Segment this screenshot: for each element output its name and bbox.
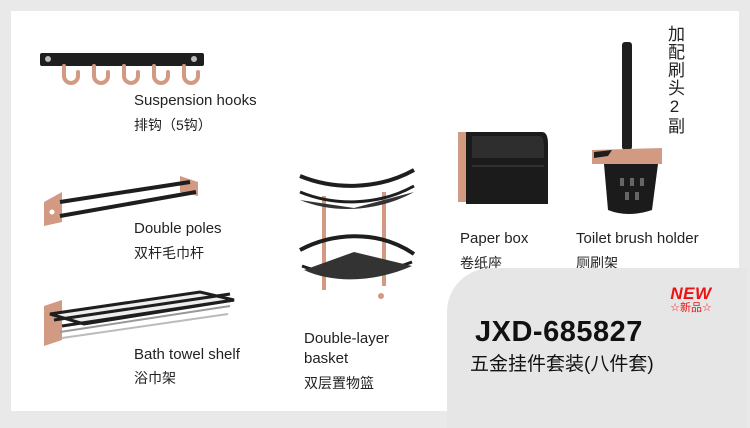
wall-hook-rail-icon — [40, 53, 204, 85]
set-name: 五金挂件套装(八件套) — [470, 354, 654, 375]
model-number: JXD-685827 — [475, 316, 643, 348]
paper-box-label-en: Paper box — [460, 230, 529, 247]
shelf-label-cn: 浴巾架 — [134, 370, 176, 386]
toilet-brush-icon — [592, 42, 662, 214]
double-towel-bar-icon — [44, 176, 198, 226]
poles-label-en: Double poles — [134, 220, 222, 237]
basket-label-en-2: basket — [304, 350, 349, 367]
shelf-label-en: Bath towel shelf — [134, 346, 240, 363]
new-badge-word: NEW — [670, 284, 712, 303]
hooks-label-en: Suspension hooks — [134, 92, 257, 109]
towel-shelf-icon — [44, 290, 235, 346]
basket-label-cn: 双层置物篮 — [304, 375, 374, 391]
brush-head-note: 加配刷头2副 — [665, 25, 684, 135]
new-badge: NEW ☆新品☆ — [663, 285, 719, 315]
basket-label-en: Double-layer — [304, 330, 390, 347]
paper-box-label-cn: 卷纸座 — [460, 255, 502, 271]
brush-label-cn: 厕刷架 — [576, 255, 618, 271]
paper-box-icon — [458, 132, 548, 204]
brush-label-en: Toilet brush holder — [576, 230, 699, 247]
poles-label-cn: 双杆毛巾杆 — [134, 245, 204, 261]
corner-basket-icon — [299, 168, 416, 299]
new-badge-sub: ☆新品☆ — [670, 302, 712, 314]
model-panel — [447, 268, 747, 428]
hooks-label-cn: 排钩（5钩） — [134, 117, 212, 133]
